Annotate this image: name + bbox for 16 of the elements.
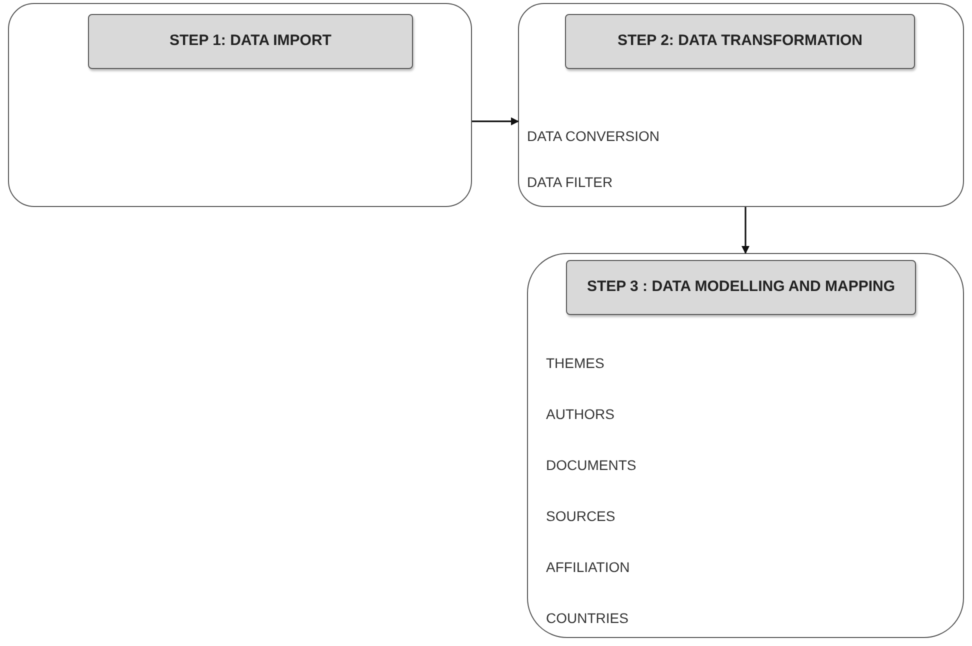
list-item: SOURCES [546,508,616,524]
list-item: COUNTRIES [546,610,628,626]
list-item: AFFILIATION [546,559,630,575]
step-panel [8,3,472,207]
list-item: DOCUMENTS [546,457,636,473]
list-item: THEMES [546,355,604,371]
list-item: AUTHORS [546,406,614,422]
arrow [742,207,750,254]
step-panel [527,253,964,638]
step-heading-box: STEP 3 : DATA MODELLING AND MAPPING [566,260,916,315]
arrow [472,117,519,126]
step-heading-box: STEP 2: DATA TRANSFORMATION [565,14,915,69]
list-item: DATA FILTER [527,174,613,190]
step-panel [518,3,964,207]
step-heading-box: STEP 1: DATA IMPORT [88,14,413,69]
list-item: DATA CONVERSION [527,128,660,144]
